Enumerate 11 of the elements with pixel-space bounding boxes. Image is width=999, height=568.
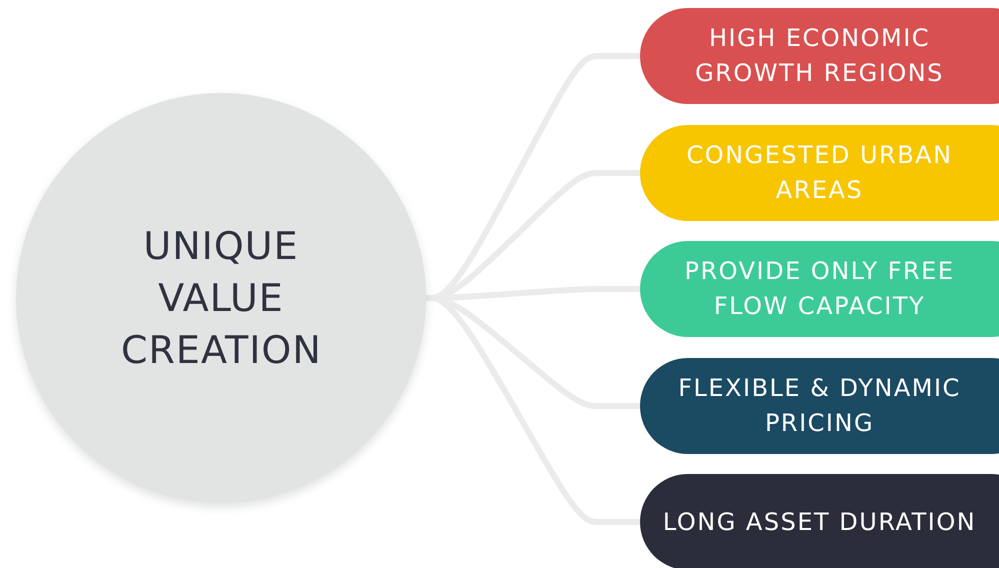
pill-box <box>640 8 999 104</box>
pill-box <box>640 241 999 337</box>
node-label: PROVIDE ONLY FREE FLOW CAPACITY <box>683 256 956 322</box>
node-label: CONGESTED URBAN AREAS <box>685 140 954 206</box>
pill-box <box>640 125 999 221</box>
node-label: LONG ASSET DURATION <box>662 506 978 538</box>
node-label: UNIQUE VALUE CREATION <box>121 223 321 374</box>
pill-box <box>640 358 999 454</box>
node-label: FLEXIBLE & DYNAMIC PRICING <box>677 373 962 439</box>
pill-box <box>640 474 999 568</box>
node-label: HIGH ECONOMIC GROWTH REGIONS <box>694 23 945 89</box>
